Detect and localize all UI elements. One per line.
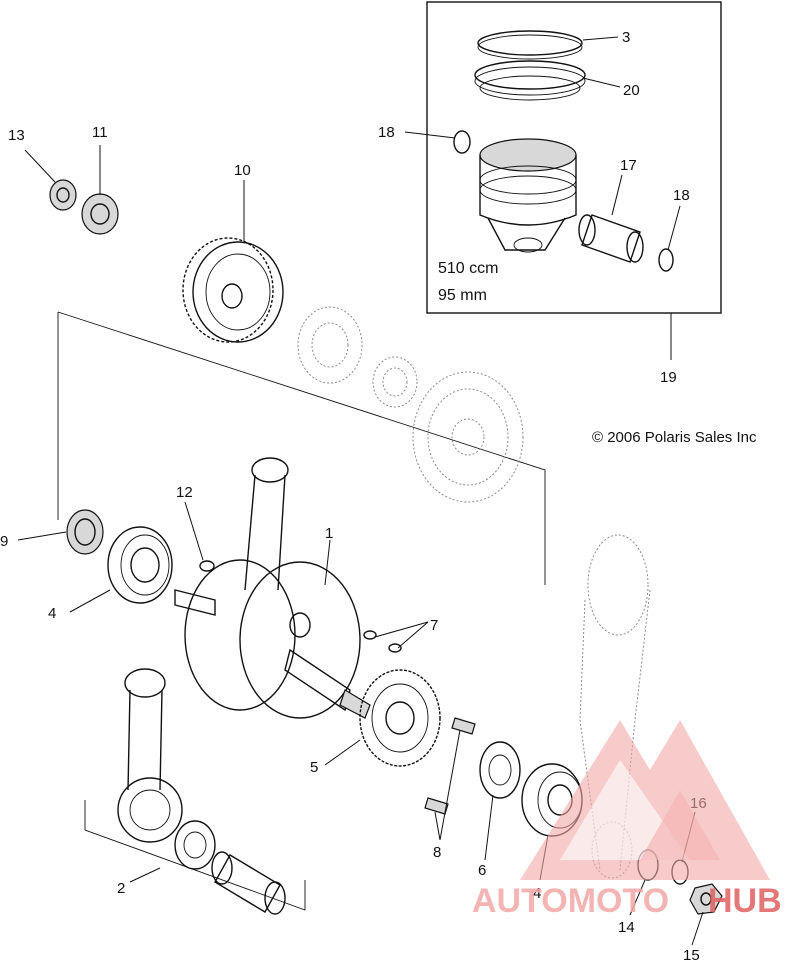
assembly-frame bbox=[57, 311, 546, 585]
piston bbox=[479, 138, 577, 253]
needle-bearing-ghost bbox=[372, 356, 418, 408]
bolt-8a bbox=[451, 717, 476, 735]
callout-9: 9 bbox=[0, 533, 8, 550]
callout-4-left: 4 bbox=[48, 605, 56, 622]
sprocket-5 bbox=[359, 669, 441, 767]
rod-kit-bracket bbox=[84, 800, 306, 911]
callout-10: 10 bbox=[234, 162, 251, 179]
callout-1: 1 bbox=[325, 525, 333, 542]
bore-label: 95 mm bbox=[438, 287, 487, 304]
callout-18-right: 18 bbox=[673, 187, 690, 204]
callout-8: 8 bbox=[433, 844, 441, 861]
callout-7: 7 bbox=[430, 617, 438, 634]
callout-19: 19 bbox=[660, 369, 677, 386]
callout-11: 11 bbox=[92, 124, 108, 141]
callout-20: 20 bbox=[623, 82, 640, 99]
bearing-4-left bbox=[107, 526, 173, 604]
bearing-11 bbox=[81, 193, 119, 235]
key-12 bbox=[199, 560, 215, 572]
callout-17: 17 bbox=[620, 157, 637, 174]
circlip-left bbox=[453, 130, 471, 154]
washer-6 bbox=[479, 741, 521, 799]
watermark-text-hub: HUB bbox=[708, 882, 782, 920]
bolt-8b bbox=[424, 797, 449, 815]
circlip-right bbox=[658, 248, 674, 272]
key-7b bbox=[388, 643, 402, 653]
ghost-sprocket bbox=[412, 371, 524, 503]
callout-5: 5 bbox=[310, 759, 318, 776]
crankshaft bbox=[174, 457, 371, 719]
callout-14: 14 bbox=[618, 919, 635, 936]
copyright-text: © 2006 Polaris Sales Inc bbox=[592, 429, 757, 446]
callout-13: 13 bbox=[8, 127, 25, 144]
callout-4-right: 4 bbox=[533, 885, 541, 902]
callout-15: 15 bbox=[683, 947, 700, 963]
wrist-pin bbox=[578, 214, 644, 263]
callout-2: 2 bbox=[117, 880, 125, 897]
callout-18-left: 18 bbox=[378, 124, 395, 141]
ghost-bearing bbox=[297, 306, 363, 384]
callout-6: 6 bbox=[478, 862, 486, 879]
watermark-logo: AUTOMOTO HUB bbox=[472, 720, 782, 920]
piston-ring-lower bbox=[474, 60, 586, 101]
seal-13 bbox=[49, 179, 77, 211]
gear-10 bbox=[182, 237, 284, 343]
nut-15 bbox=[689, 883, 723, 915]
displacement-label: 510 ccm bbox=[438, 260, 498, 277]
connecting-rod-kit bbox=[117, 668, 286, 915]
key-7a bbox=[363, 630, 377, 640]
piston-kit-box bbox=[426, 1, 722, 314]
piston-ring-top bbox=[477, 30, 583, 60]
callout-3: 3 bbox=[622, 29, 630, 46]
callout-12: 12 bbox=[176, 484, 193, 501]
watermark-text-automoto: AUTOMOTO bbox=[472, 882, 669, 920]
seal-9 bbox=[66, 509, 104, 555]
